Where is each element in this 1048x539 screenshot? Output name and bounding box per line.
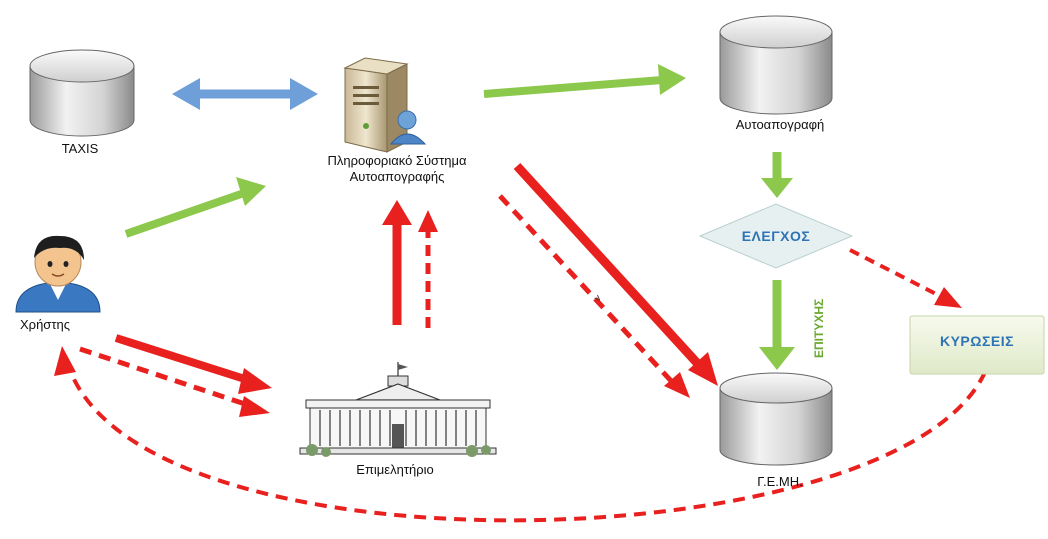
taxis-label: TAXIS: [61, 141, 99, 156]
selfreport-to-control-arrow: [761, 152, 793, 198]
success-label: ΕΠΙΤΥΧΗΣ: [812, 298, 826, 358]
taxis-db-icon: [29, 49, 135, 137]
sanctions-box: [909, 315, 1045, 375]
server-user-icon: [343, 57, 427, 153]
user-to-chamber-dashed-arrow: [79, 346, 270, 417]
selfreport-label: Αυτοαπογραφή: [735, 117, 825, 132]
system-label-line2: Αυτοαπογραφής: [349, 169, 445, 184]
user-to-system-arrow: [124, 177, 266, 238]
sanctions-to-user-curve-arrow: [54, 346, 987, 523]
selfreport-db-icon: [719, 15, 833, 115]
system-label: Πληροφοριακό Σύστημα Αυτοαπογραφής: [262, 153, 532, 185]
chamber-to-system-dashed-arrow: [418, 210, 438, 328]
sanctions-label: ΚΥΡΩΣΕΙΣ: [939, 333, 1015, 349]
chamber-to-system-solid-arrow: [382, 200, 412, 325]
user-avatar-icon: [15, 235, 101, 313]
government-building-icon: [299, 362, 497, 457]
system-to-gemi-dashed-arrow: [498, 194, 690, 398]
gemi-label: Γ.Ε.ΜΗ.: [757, 474, 803, 489]
control-to-gemi-arrow: [759, 280, 795, 370]
taxis-system-arrow: [172, 78, 318, 110]
user-to-chamber-solid-arrow: [114, 334, 272, 394]
control-decision-diamond: [698, 203, 854, 269]
system-to-selfreport-arrow: [483, 64, 686, 98]
chamber-label: Επιμελητήριο: [356, 462, 434, 477]
system-label-line1: Πληροφοριακό Σύστημα: [327, 153, 467, 168]
control-to-sanctions-arrow: [849, 248, 962, 308]
gemi-db-icon: [719, 372, 833, 466]
user-label: Χρήστης: [20, 317, 70, 332]
system-to-gemi-solid-arrow: [513, 162, 718, 386]
control-label: ΕΛΕΓΧΟΣ: [741, 228, 811, 244]
